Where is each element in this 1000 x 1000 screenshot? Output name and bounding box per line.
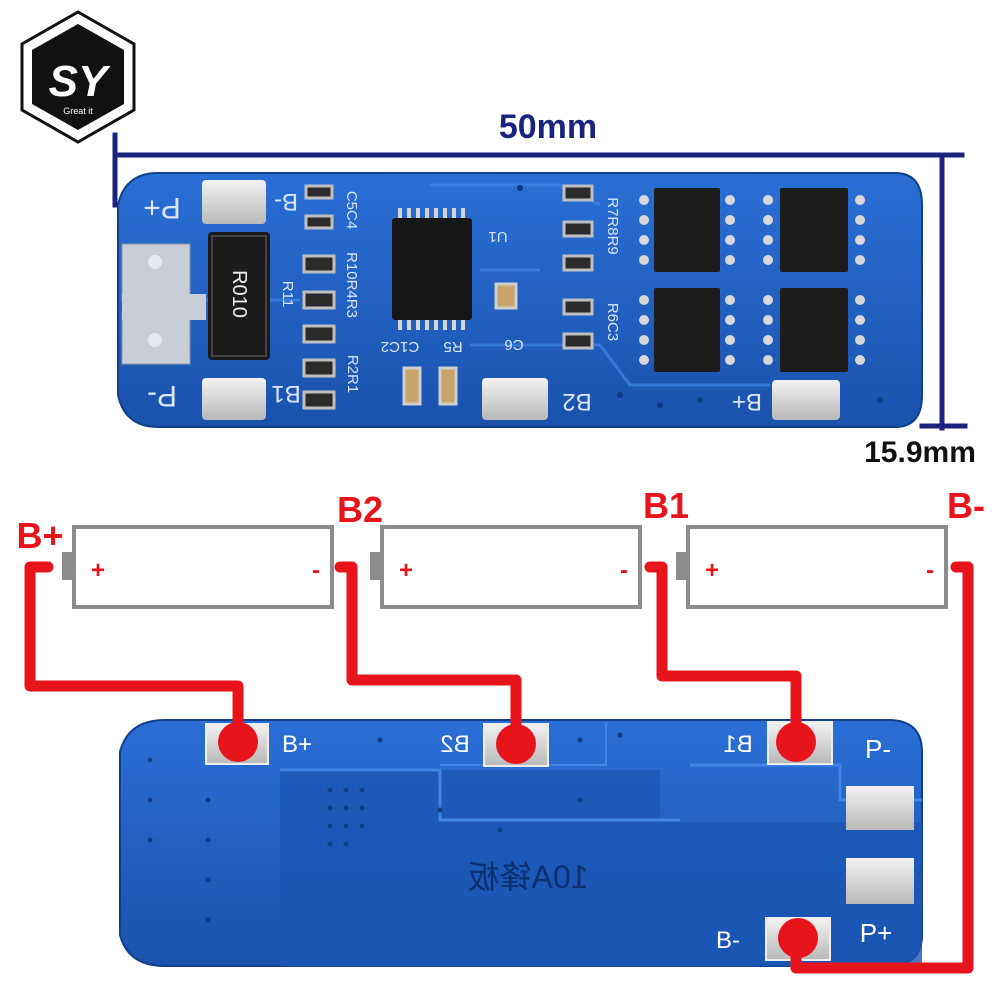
silk-r5: R5 [443,338,462,355]
bottom-label-p-plus: P+ [860,918,893,948]
silk-r6c3: R6C3 [604,303,621,341]
pad-label-p-minus: P- [147,379,177,412]
bottom-label-b1: B1 [723,731,752,758]
bottom-label-p-minus: P- [865,734,891,764]
battery-1-minus: - [312,557,320,584]
brand-logo: SY Great it [20,10,136,144]
mosfet-group [639,188,865,372]
battery-1-plus: + [91,557,105,584]
pcb-top-view: P+ P- B- B1 B2 B+ R010 [117,172,923,428]
node-label-b-minus: B- [947,485,985,526]
silk-r7r8r9: R7R8R9 [604,197,621,255]
pad-label-b-plus: B+ [732,388,762,415]
solder-points [218,722,818,958]
battery-3-plus: + [705,557,719,584]
pad-b1-top [202,378,266,420]
pad-p-minus-bottom [846,786,914,830]
silk-c1c2: C1C2 [381,338,419,355]
battery-3-minus: - [926,557,934,584]
wire-b-minus [790,561,974,974]
silk-r11: R11 [279,281,296,307]
bottom-label-b2: B2 [440,731,469,758]
wire-b-plus [24,561,244,746]
silk-u1: U1 [488,228,507,245]
logo-letters: SY [49,57,111,106]
shunt-marking: R010 [228,270,250,318]
node-label-b2: B2 [337,489,383,530]
ic-u1 [392,208,472,330]
wire-b2 [334,561,522,746]
shunt-resistor [208,232,270,360]
wire-b1 [644,561,802,744]
silk-c5c4: C5C4 [343,191,360,229]
pad-b2-top [482,378,548,420]
pad-label-b1: B1 [271,380,300,407]
pad-b-minus-top [202,180,266,224]
logo-tagline: Great it [63,106,93,116]
board-marking: 10A锋板 [468,859,589,895]
node-label-b-plus: B+ [16,515,63,556]
pad-p-plus-bottom [846,858,914,904]
silk-r2r1: R2R1 [344,355,361,393]
pad-label-p-plus: P+ [143,191,181,224]
length-dimension: 50mm [499,108,597,146]
pad-label-b-minus: B- [274,188,298,215]
pad-label-b2: B2 [562,388,591,415]
pad-b-plus-top [772,380,840,420]
battery-2-minus: - [620,557,628,584]
bottom-label-b-minus: B- [716,927,740,954]
silk-r10r4r3: R10R4R3 [343,252,360,318]
wiring [24,561,974,974]
width-dimension: 15.9mm [864,436,976,469]
silk-c6: C6 [504,336,523,353]
node-label-b1: B1 [643,485,689,526]
battery-2-plus: + [399,557,413,584]
battery-3: + - [676,525,948,609]
dimension-lines [112,132,968,431]
battery-2: + - [370,525,642,609]
battery-1: + - [62,525,334,609]
pcb-bottom-view: B+ B2 B1 P- B- P+ 10A锋板 [119,719,923,967]
bottom-label-b-plus: B+ [282,731,312,758]
